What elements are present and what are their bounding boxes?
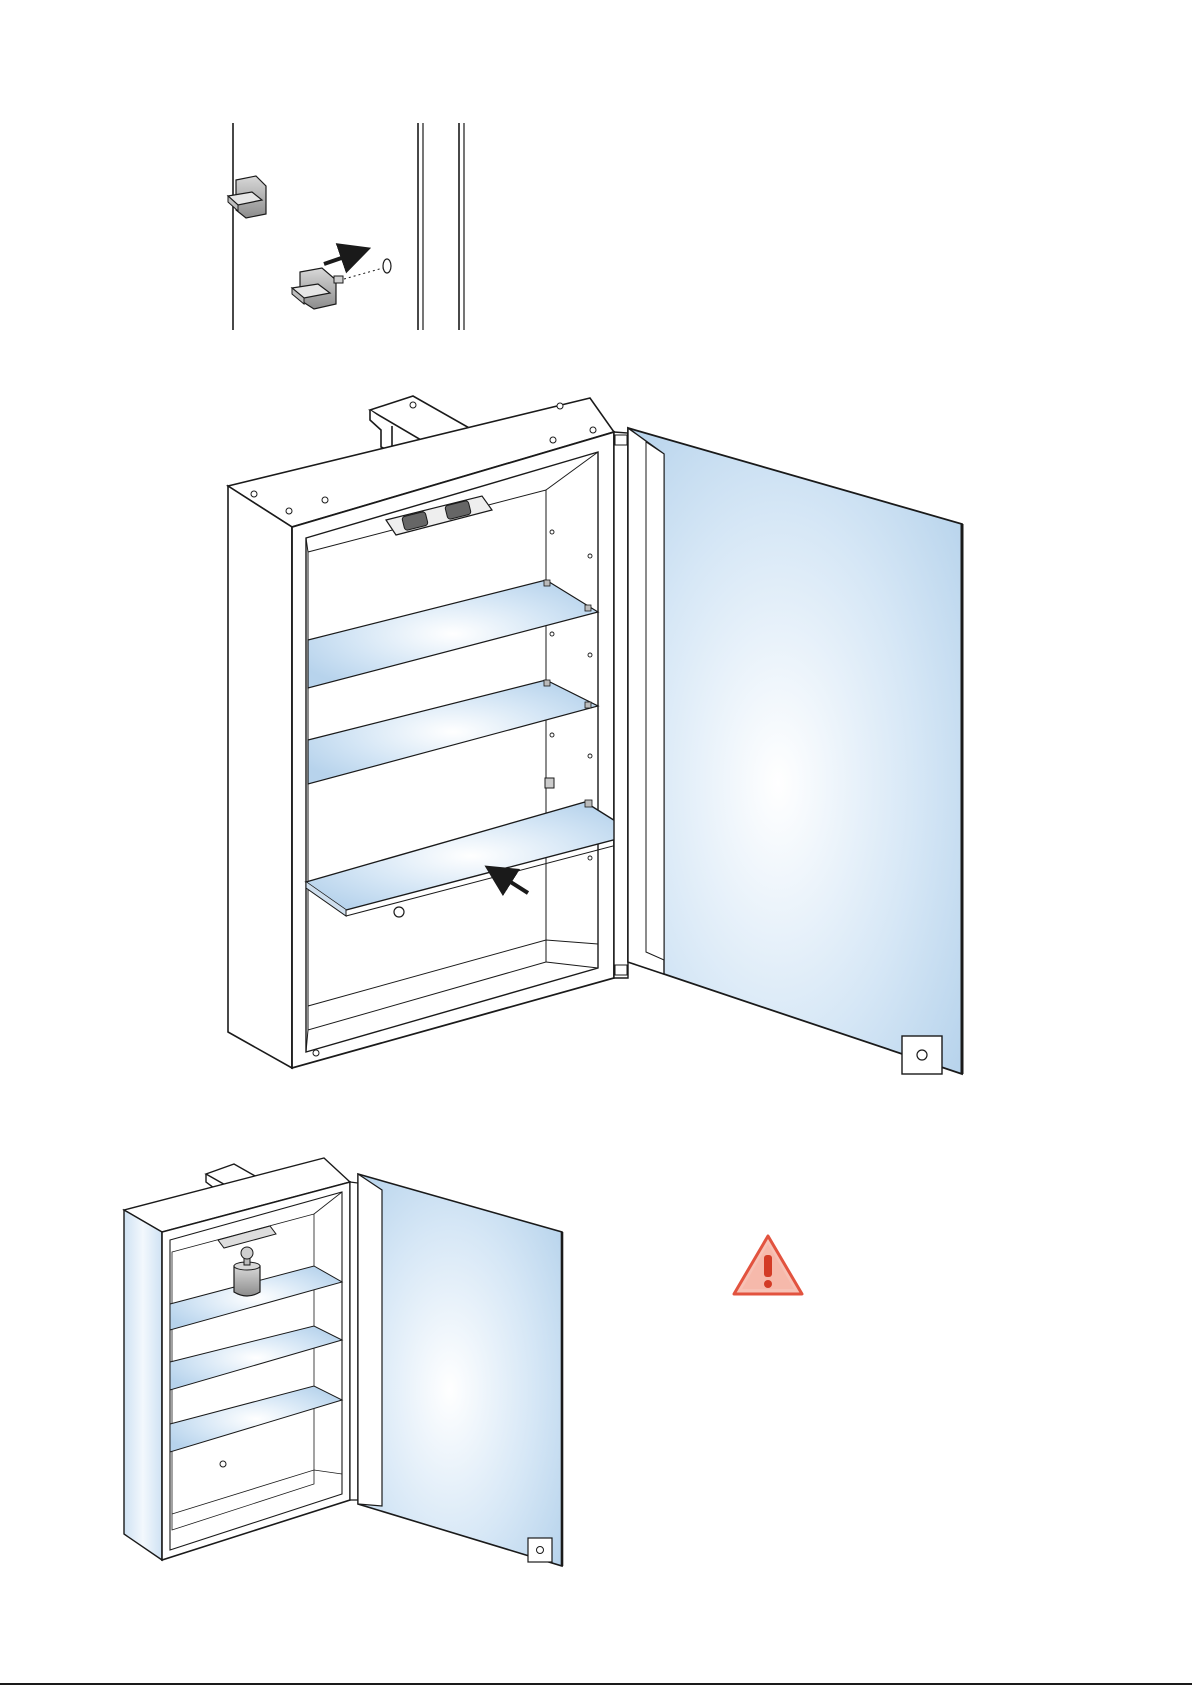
mirror-door-icon <box>628 428 962 1074</box>
shelf-support-clip-loose-icon <box>292 268 343 309</box>
figure-load-warning <box>124 1158 802 1566</box>
figure-place-glass-shelf <box>228 396 962 1074</box>
warning-triangle-icon <box>734 1236 802 1294</box>
mounting-hole-icon <box>383 259 391 273</box>
insert-arrow-icon <box>324 253 356 264</box>
figure-shelf-support-insert <box>228 123 464 330</box>
